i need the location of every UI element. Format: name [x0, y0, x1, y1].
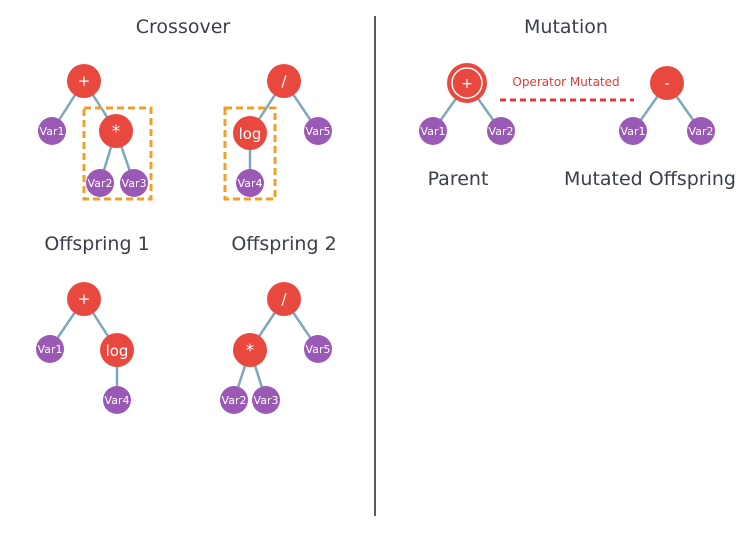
variable-node: Var1 [419, 117, 447, 145]
mutation-title: Mutation [524, 16, 608, 38]
svg-text:Var1: Var1 [38, 343, 63, 356]
svg-text:Var3: Var3 [122, 177, 147, 190]
svg-text:/: / [281, 72, 287, 90]
svg-text:log: log [106, 342, 129, 360]
operator-node: log [233, 116, 267, 150]
variable-node: Var2 [487, 117, 515, 145]
svg-text:log: log [239, 125, 262, 143]
svg-text:Var2: Var2 [88, 177, 113, 190]
svg-text:+: + [78, 72, 91, 90]
operator-node: - [650, 66, 684, 100]
operator-node: * [233, 333, 267, 367]
operator-node: + [67, 64, 101, 98]
operator-node: / [267, 282, 301, 316]
operator-node: log [100, 333, 134, 367]
mutation-annotation: Operator Mutated [512, 75, 619, 89]
variable-node: Var1 [619, 117, 647, 145]
crossover-selection-box-parent1 [82, 106, 153, 201]
svg-text:Var4: Var4 [238, 177, 263, 190]
variable-node: Var5 [304, 117, 332, 145]
mutated-offspring-label: Mutated Offspring [564, 168, 736, 190]
svg-text:Var2: Var2 [222, 394, 247, 407]
svg-text:Var2: Var2 [689, 125, 714, 138]
svg-text:Var1: Var1 [621, 125, 646, 138]
svg-text:Var5: Var5 [306, 343, 331, 356]
svg-text:Var5: Var5 [306, 125, 331, 138]
variable-node: Var3 [252, 386, 280, 414]
crossover-title: Crossover [136, 16, 231, 38]
variable-node: Var1 [36, 335, 64, 363]
svg-text:+: + [78, 290, 91, 308]
operator-node: / [267, 64, 301, 98]
svg-text:Var2: Var2 [489, 125, 514, 138]
operator-node: + [67, 282, 101, 316]
offspring1-label: Offspring 1 [44, 233, 149, 255]
mutated-operator-node: + [447, 63, 487, 103]
svg-text:Var1: Var1 [421, 125, 446, 138]
variable-node: Var5 [304, 335, 332, 363]
svg-text:/: / [281, 290, 287, 308]
svg-text:-: - [664, 74, 669, 92]
variable-node: Var2 [86, 169, 114, 197]
offspring2-label: Offspring 2 [231, 233, 336, 255]
variable-node: Var3 [120, 169, 148, 197]
svg-text:+: + [461, 76, 473, 92]
variable-node: Var4 [236, 169, 264, 197]
tree-nodes: + Var1 * Var2 Var3 / log Var4 Var5 + Var… [36, 63, 715, 414]
variable-node: Var2 [687, 117, 715, 145]
variable-node: Var1 [38, 117, 66, 145]
operator-node: * [99, 114, 133, 148]
svg-text:*: * [112, 122, 121, 142]
svg-text:Var3: Var3 [254, 394, 279, 407]
variable-node: Var2 [220, 386, 248, 414]
svg-text:Var4: Var4 [105, 394, 130, 407]
svg-text:*: * [246, 341, 255, 361]
parent-label: Parent [428, 168, 489, 190]
crossover-selection-box-parent2 [223, 106, 277, 201]
variable-node: Var4 [103, 386, 131, 414]
svg-text:Var1: Var1 [40, 125, 65, 138]
